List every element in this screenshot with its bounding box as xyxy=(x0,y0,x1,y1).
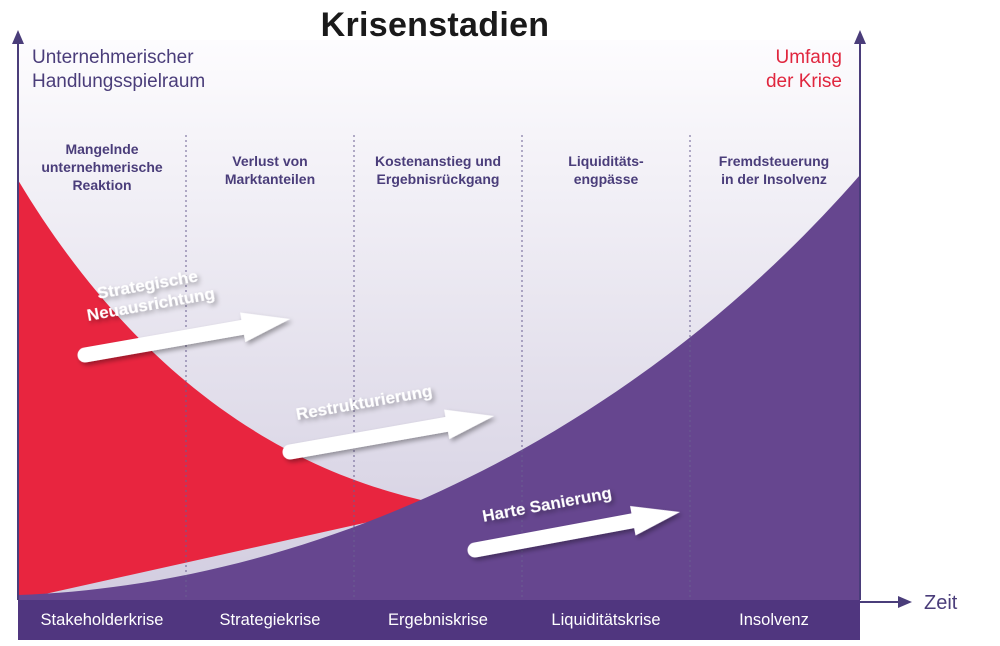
phase-label-line: Reaktion xyxy=(72,177,132,193)
measure-arrow xyxy=(467,505,680,558)
stage-label: Liquiditätskrise xyxy=(551,611,661,629)
right-axis-label-line: der Krise xyxy=(765,71,842,92)
phase-label-3: Kostenanstieg und Ergebnisrückgang xyxy=(355,152,521,188)
stage-bar xyxy=(18,600,860,640)
stage-label: Stakeholderkrise xyxy=(40,611,164,629)
phase-label-1: Mangelnde unternehmerische Reaktion xyxy=(19,140,185,194)
stage-label: Insolvenz xyxy=(739,611,809,629)
phase-label-line: in der Insolvenz xyxy=(721,171,827,187)
handlungsspielraum-area xyxy=(18,180,445,600)
diagram-title: Krisenstadien xyxy=(320,6,550,44)
measure-arrow-shape xyxy=(467,505,680,558)
measure-arrow xyxy=(282,409,494,460)
stage-label: Ergebniskrise xyxy=(388,611,488,629)
left-axis-label-line: Unternehmerischer xyxy=(32,47,194,68)
measure-arrow-shape xyxy=(77,312,291,363)
left-y-axis-arrowhead xyxy=(12,30,24,44)
phase-label-line: Verlust von xyxy=(232,153,308,169)
phase-label-2: Verlust von Marktanteilen xyxy=(187,152,353,188)
phase-label-line: Liquiditäts- xyxy=(568,153,644,169)
right-axis-label: Umfang der Krise xyxy=(766,46,842,94)
right-axis-label-line: Umfang xyxy=(775,47,842,68)
phase-label-line: engpässe xyxy=(573,171,639,187)
measure-arrow-shape xyxy=(282,409,494,460)
phase-label-5: Fremdsteuerung in der Insolvenz xyxy=(691,152,857,188)
stage-label: Strategiekrise xyxy=(219,611,321,629)
phase-label-line: Mangelnde xyxy=(65,141,139,157)
phase-label-line: Fremdsteuerung xyxy=(718,153,830,169)
measure-arrow xyxy=(77,312,291,363)
krisenumfang-area xyxy=(18,175,860,600)
phase-label-line: Marktanteilen xyxy=(224,171,316,187)
phase-label-4: Liquiditäts- engpässe xyxy=(523,152,689,188)
left-axis-label-line: Handlungsspielraum xyxy=(32,71,206,92)
phase-label-line: unternehmerische xyxy=(41,159,163,175)
phase-label-line: Ergebnisrückgang xyxy=(376,171,500,187)
x-axis-label: Zeit xyxy=(924,592,958,614)
phase-label-line: Kostenanstieg und xyxy=(374,153,501,169)
x-axis-arrowhead xyxy=(898,596,912,608)
left-axis-label: Unternehmerischer Handlungsspielraum xyxy=(32,46,205,94)
right-y-axis-arrowhead xyxy=(854,30,866,44)
